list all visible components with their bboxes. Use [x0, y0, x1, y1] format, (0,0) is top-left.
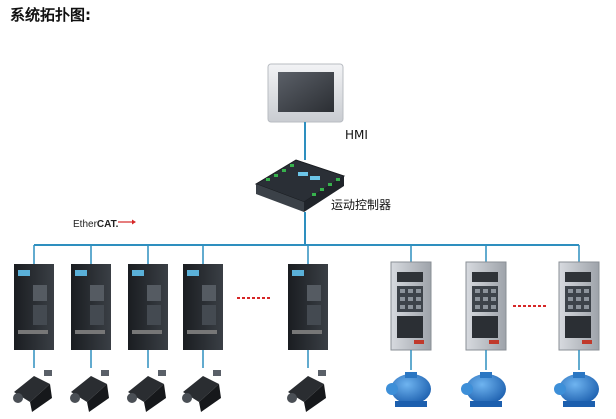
- hmi-label: HMI: [345, 128, 368, 142]
- ac-motor-icon: [386, 372, 431, 407]
- servo-motor-icon: [182, 370, 221, 412]
- vfd-drive: [465, 261, 507, 351]
- servo-drive: [288, 264, 328, 350]
- vfd-drive: [390, 261, 432, 351]
- diagram-title: 系统拓扑图:: [10, 6, 91, 24]
- servo-drive: [14, 264, 54, 350]
- motion-controller: [254, 159, 346, 212]
- ac-motor-icon: [554, 372, 599, 407]
- hmi-panel: [267, 63, 344, 123]
- servo-motor-icon: [127, 370, 166, 412]
- vfd-drive: [558, 261, 600, 351]
- servo-drive: [71, 264, 111, 350]
- ac-motor-icon: [461, 372, 506, 407]
- servo-motor-icon: [13, 370, 52, 412]
- ellipsis-vfd: [513, 305, 546, 307]
- ethercat-prefix: Ether: [73, 219, 97, 230]
- servo-motor-icon: [70, 370, 109, 412]
- ethercat-arrow-icon: [118, 219, 136, 225]
- ethercat-suffix: CAT.: [96, 219, 119, 230]
- servo-drive: [128, 264, 168, 350]
- ethercat-label: EtherCAT.: [73, 219, 118, 230]
- controller-label: 运动控制器: [331, 198, 392, 212]
- servo-drive: [183, 264, 223, 350]
- servo-motor-icon: [287, 370, 326, 412]
- ellipsis-servo: [237, 297, 270, 299]
